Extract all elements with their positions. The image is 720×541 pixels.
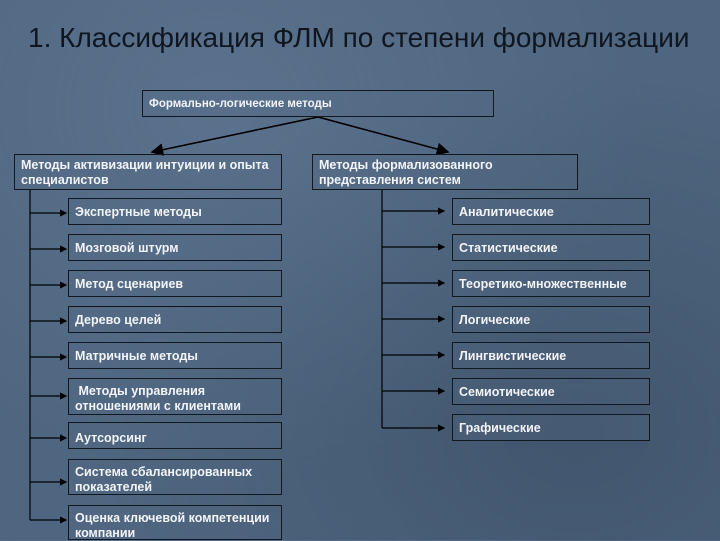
right-item: Теоретико-множественные [452,270,650,297]
left-item: Метод сценариев [68,270,282,297]
right-item: Логические [452,306,650,333]
right-item: Аналитические [452,198,650,225]
root-to-left-arrow [150,116,319,156]
left-item: Дерево целей [68,306,282,333]
left-item: Мозговой штурм [68,234,282,261]
root-to-right-arrow [317,116,450,156]
right-item: Статистические [452,234,650,261]
root-node: Формально-логические методы [142,90,494,117]
right-connectors [382,207,446,432]
left-item: Экспертные методы [68,198,282,225]
right-item: Графические [452,414,650,441]
left-item: Методы управления отношениями с клиентам… [68,378,282,415]
left-item: Оценка ключевой компетенции компании [68,505,282,540]
slide-title: 1. Классификация ФЛМ по степени формализ… [28,22,690,53]
left-item: Матричные методы [68,342,282,369]
left-branch-node: Методы активизации интуиции и опыта спец… [14,154,282,190]
left-item: Аутсорсинг [68,422,282,449]
right-item: Семиотические [452,378,650,405]
right-branch-node: Методы формализованного представления си… [312,154,578,190]
right-item: Лингвистические [452,342,650,369]
left-connectors [30,209,68,524]
left-item: Система сбалансированных показателей [68,459,282,495]
